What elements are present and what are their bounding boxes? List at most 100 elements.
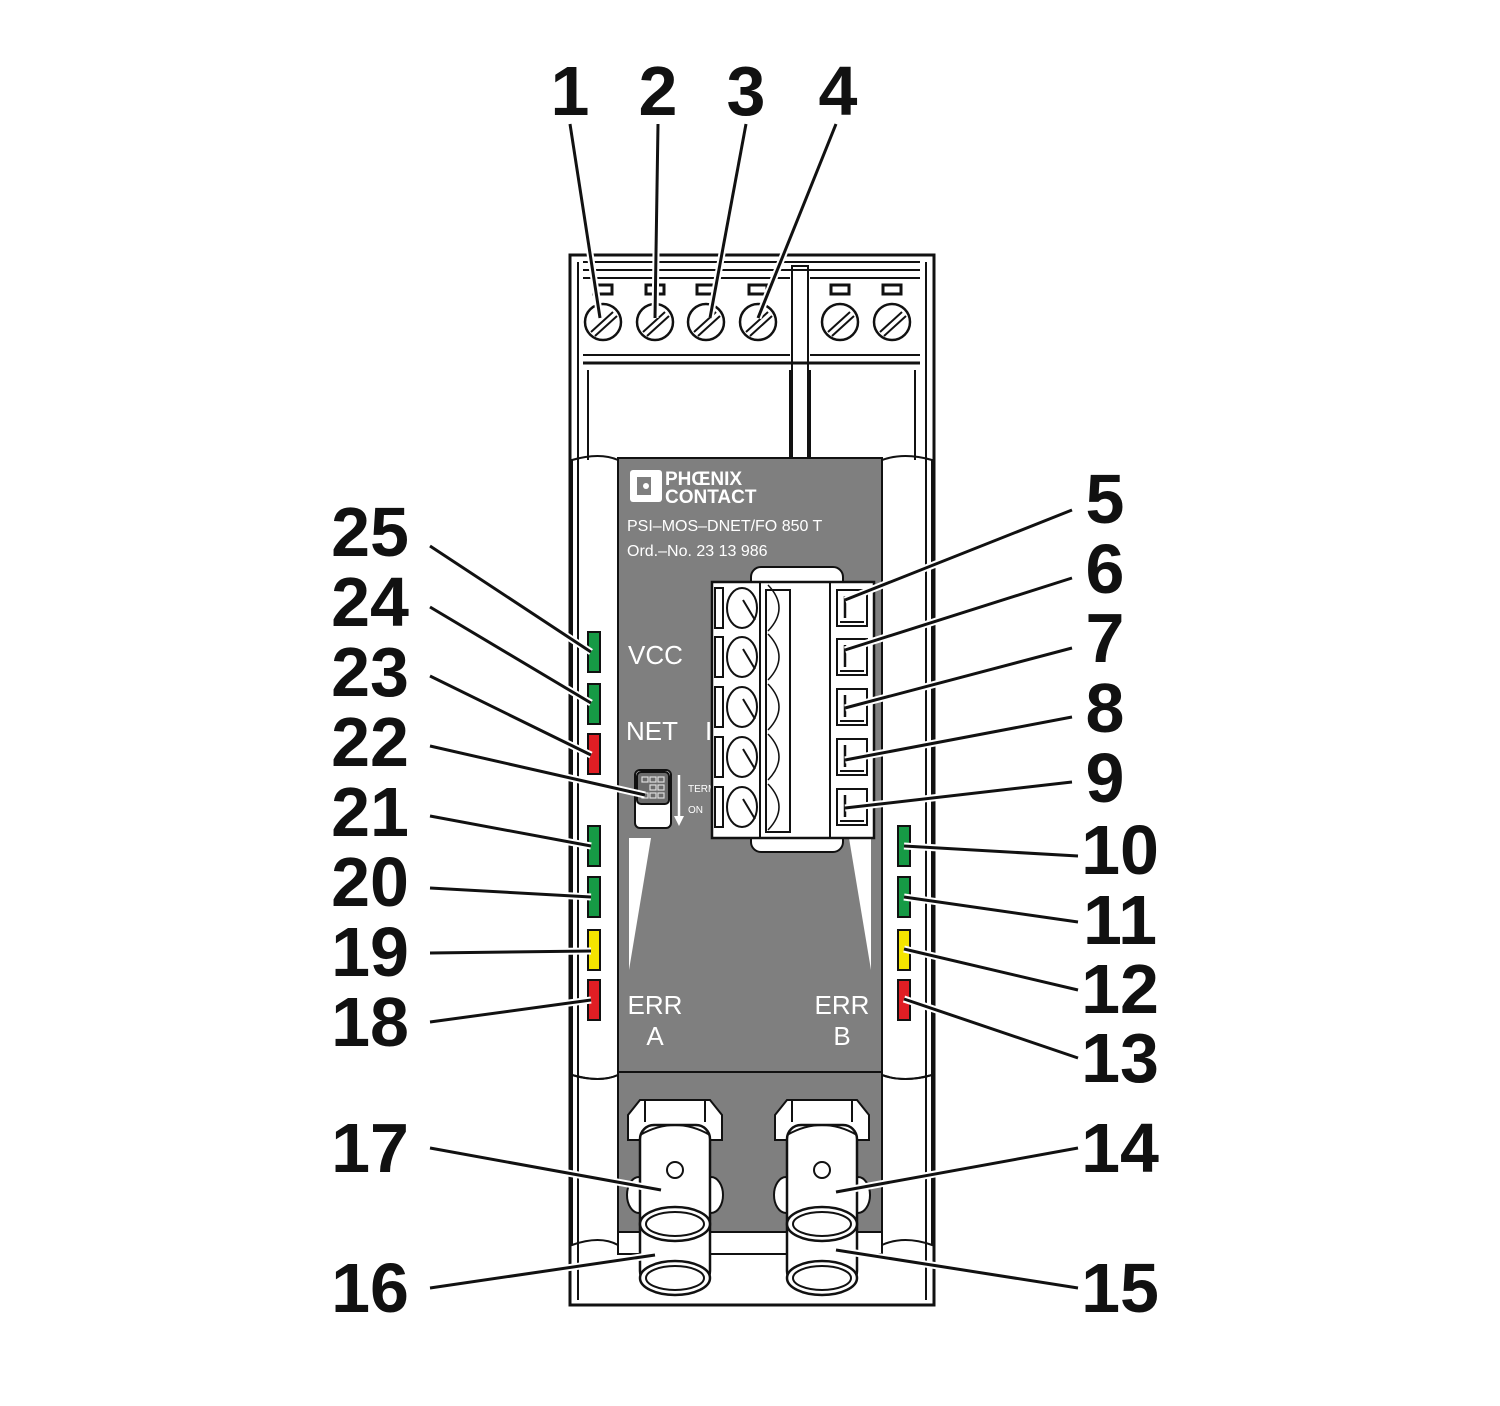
release-bulge [767,584,780,632]
screw-slot [831,315,855,337]
right-lower-rail [881,1073,933,1247]
net-suffix-label: I [705,716,712,746]
spring-contact [836,688,868,726]
leader-line-1 [568,123,602,319]
terminal-screw-icon [726,736,758,778]
callout-17: 17 [331,1109,409,1187]
front-terminal[interactable] [714,683,868,731]
front-terminal[interactable] [714,633,868,681]
ferrule-ring-upper-inner [645,1211,705,1237]
fo-connector-b[interactable] [773,1099,871,1297]
wire-entry [714,786,724,828]
light-guide-a [629,838,651,970]
fo-connector-a[interactable] [626,1099,724,1297]
top-screw[interactable] [738,283,778,342]
callout-9: 9 [1086,739,1125,817]
terminal-screw-slot [742,698,756,720]
brand-line1: PHŒNIX [665,469,742,490]
screw-slot [642,311,666,333]
leader-line-3 [708,123,748,319]
callout-5: 5 [1086,460,1125,538]
release-bulge [767,683,780,731]
model-name: PSI–MOS–DNET/FO 850 T [627,518,823,535]
leader-line-12 [903,947,1079,992]
leader-line-6 [844,576,1073,652]
release-bulge [767,783,780,831]
screw-slot [646,315,670,337]
callout-16: 16 [331,1249,409,1327]
terminal-screw-icon [726,686,758,728]
screw-slot-marker [881,283,903,296]
callout-15: 15 [1081,1249,1159,1327]
barrel-top [786,1124,858,1136]
top-screw[interactable] [686,283,726,342]
net-label: NET [626,716,678,746]
leader-line-14 [835,1146,1079,1194]
leader-line-23 [429,674,592,757]
top-screw[interactable] [872,283,912,342]
leader-line-2 [653,123,660,319]
screw-slot [827,311,851,333]
leader-line-22 [429,744,646,797]
callout-21: 21 [331,773,409,851]
light-guide-b [849,838,871,970]
terminal-screw-icon [726,636,758,678]
leader-line-18 [429,998,592,1024]
callout-2: 2 [639,52,678,130]
leader-line-17 [429,1146,662,1192]
callout-18: 18 [331,983,409,1061]
callout-13: 13 [1081,1019,1159,1097]
screw-slot [590,311,614,333]
barrel-top [639,1124,711,1136]
terminal-screw-slot [742,599,756,621]
vcc-label: VCC [628,640,683,670]
callout-11: 11 [1083,881,1157,959]
screw-slot [594,315,618,337]
leader-line-15 [835,1248,1079,1290]
top-screw[interactable] [583,283,623,342]
phoenix-contact-logo: PHŒNIX CONTACT [630,469,757,508]
leader-line-11 [903,895,1079,924]
callout-25: 25 [331,493,409,571]
callout-1: 1 [551,52,590,130]
terminal-screw-slot [742,748,756,770]
screw-slot [883,315,907,337]
callout-10: 10 [1081,811,1159,889]
wire-entry [714,736,724,778]
device-housing [568,253,936,1307]
top-screw[interactable] [820,283,860,342]
err-a-label-line2: A [646,1021,664,1051]
callout-12: 12 [1081,950,1159,1028]
wire-entry [714,587,724,629]
status-leds [587,631,911,1021]
front-terminal-positions [714,584,868,831]
screw-slot [749,315,773,337]
callout-14: 14 [1081,1109,1159,1187]
leader-line-10 [903,844,1079,858]
release-bulge [767,733,780,781]
top-terminal-block [583,261,920,467]
order-number: Ord.–No. 23 13 986 [627,543,768,560]
callout-6: 6 [1086,530,1125,608]
screw-slot-marker [747,283,769,296]
leader-line-9 [844,780,1073,810]
terminal-screw-icon [726,587,758,629]
leader-line-5 [844,508,1073,602]
screw-slot [697,315,721,337]
err-b-label-line2: B [833,1021,850,1051]
locking-stud [666,1161,684,1179]
term-label: TERM [688,784,716,795]
screw-slot [879,311,903,333]
screw-slot [745,311,769,333]
leader-line-20 [429,886,592,899]
terminal-screw-icon [726,786,758,828]
callout-23: 23 [331,633,409,711]
termination-switch[interactable] [634,769,672,829]
wire-entry [714,686,724,728]
locking-stud [813,1161,831,1179]
front-terminal[interactable] [714,783,868,831]
screw-slot-marker [829,283,851,296]
leader-line-21 [429,814,592,848]
callout-3: 3 [727,52,766,130]
